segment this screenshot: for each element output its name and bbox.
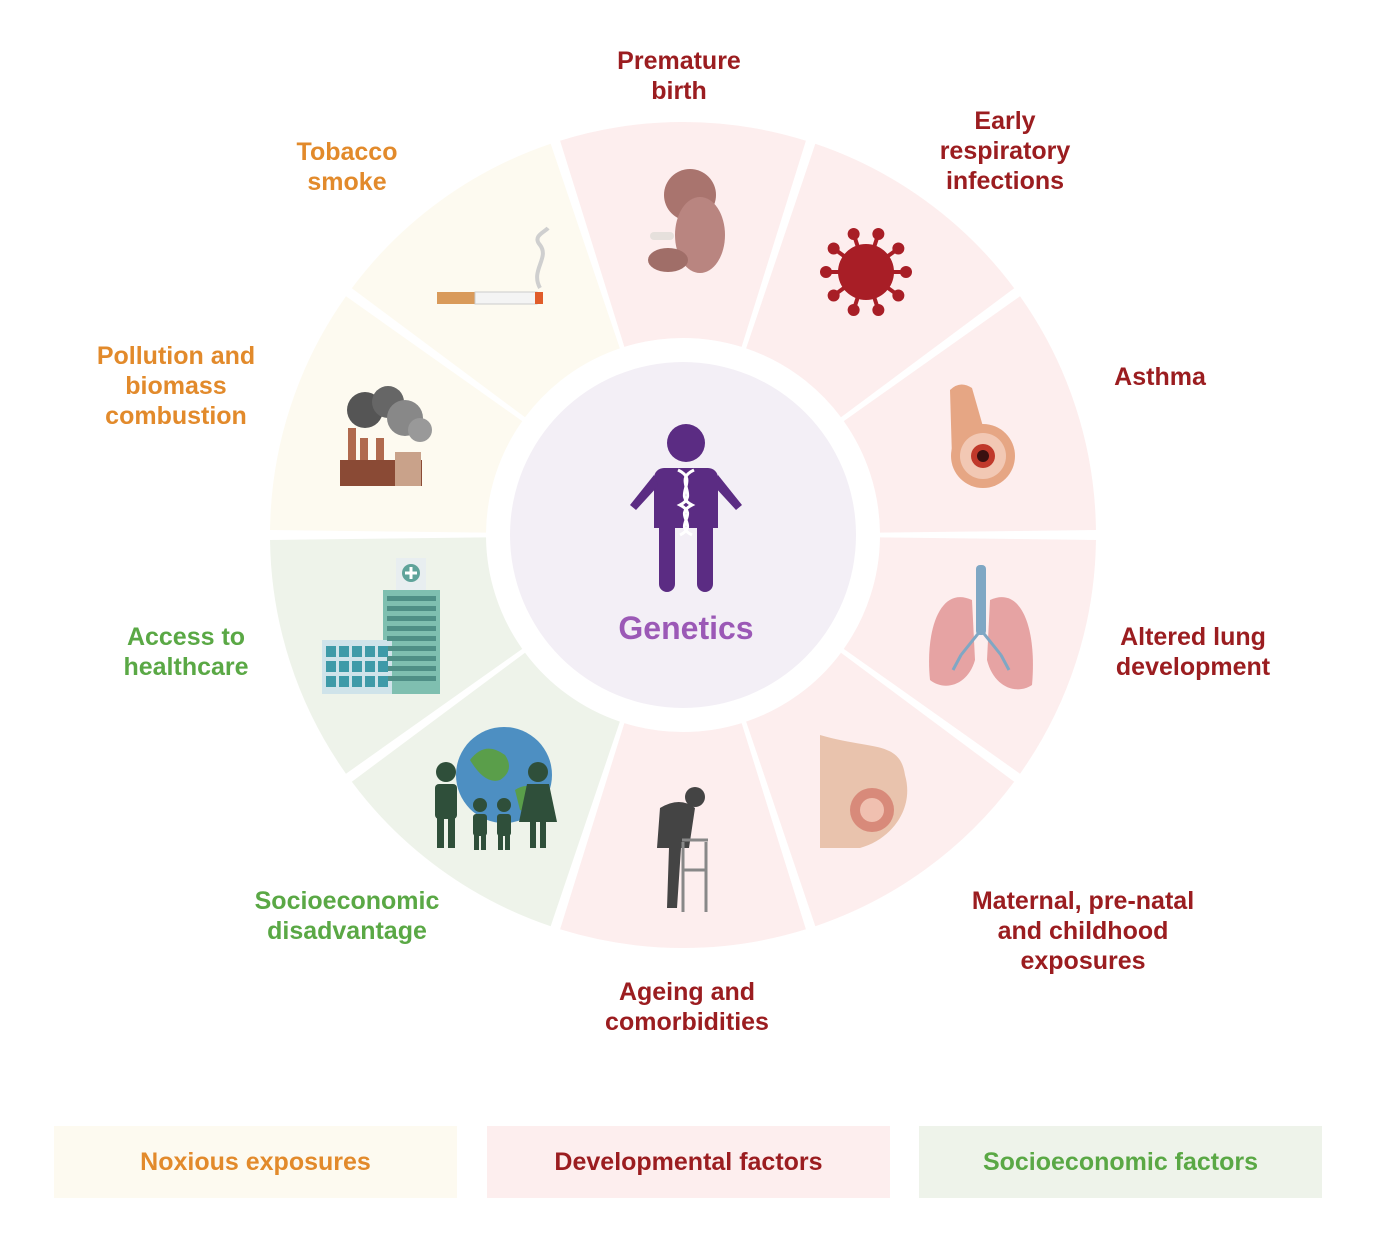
label-ageing: Ageing and comorbidities — [605, 978, 769, 1036]
label-healthcare: Access to healthcare — [123, 623, 249, 681]
wheel-segment-tobacco — [351, 143, 620, 418]
legend-developmental-label: Developmental factors — [554, 1147, 823, 1176]
legend-developmental: Developmental factors — [487, 1126, 890, 1198]
label-respiratory-infections: Early respiratory infections — [939, 107, 1071, 195]
person-dna-icon — [630, 424, 742, 592]
genetics-label: Genetics — [618, 610, 754, 646]
fetus-icon — [648, 169, 725, 273]
legend-socioeconomic: Socioeconomic factors — [919, 1126, 1322, 1198]
legend-noxious-label: Noxious exposures — [140, 1147, 371, 1176]
label-tobacco: Tobacco smoke — [296, 138, 398, 196]
legend-noxious: Noxious exposures — [54, 1126, 457, 1198]
label-lung-development: Altered lung development — [1115, 623, 1271, 681]
cigarette-icon — [437, 226, 550, 305]
label-maternal-exposures: Maternal, pre-natal and childhood exposu… — [971, 887, 1195, 975]
globe-family-icon — [435, 727, 557, 850]
factory-smoke-icon — [340, 386, 432, 486]
legend-socioeconomic-label: Socioeconomic factors — [982, 1147, 1259, 1176]
virus-icon — [820, 227, 912, 317]
label-socioeconomic: Socioeconomic disadvantage — [254, 887, 440, 945]
lungs-icon — [929, 565, 1033, 690]
label-pollution: Pollution and biomass combustion — [96, 342, 256, 430]
elderly-walker-icon — [657, 787, 708, 912]
label-premature-birth: Premature birth — [617, 47, 741, 105]
pregnancy-icon — [820, 735, 908, 848]
label-asthma: Asthma — [1114, 363, 1206, 391]
hospital-icon — [322, 558, 440, 694]
airway-icon — [950, 384, 1015, 488]
